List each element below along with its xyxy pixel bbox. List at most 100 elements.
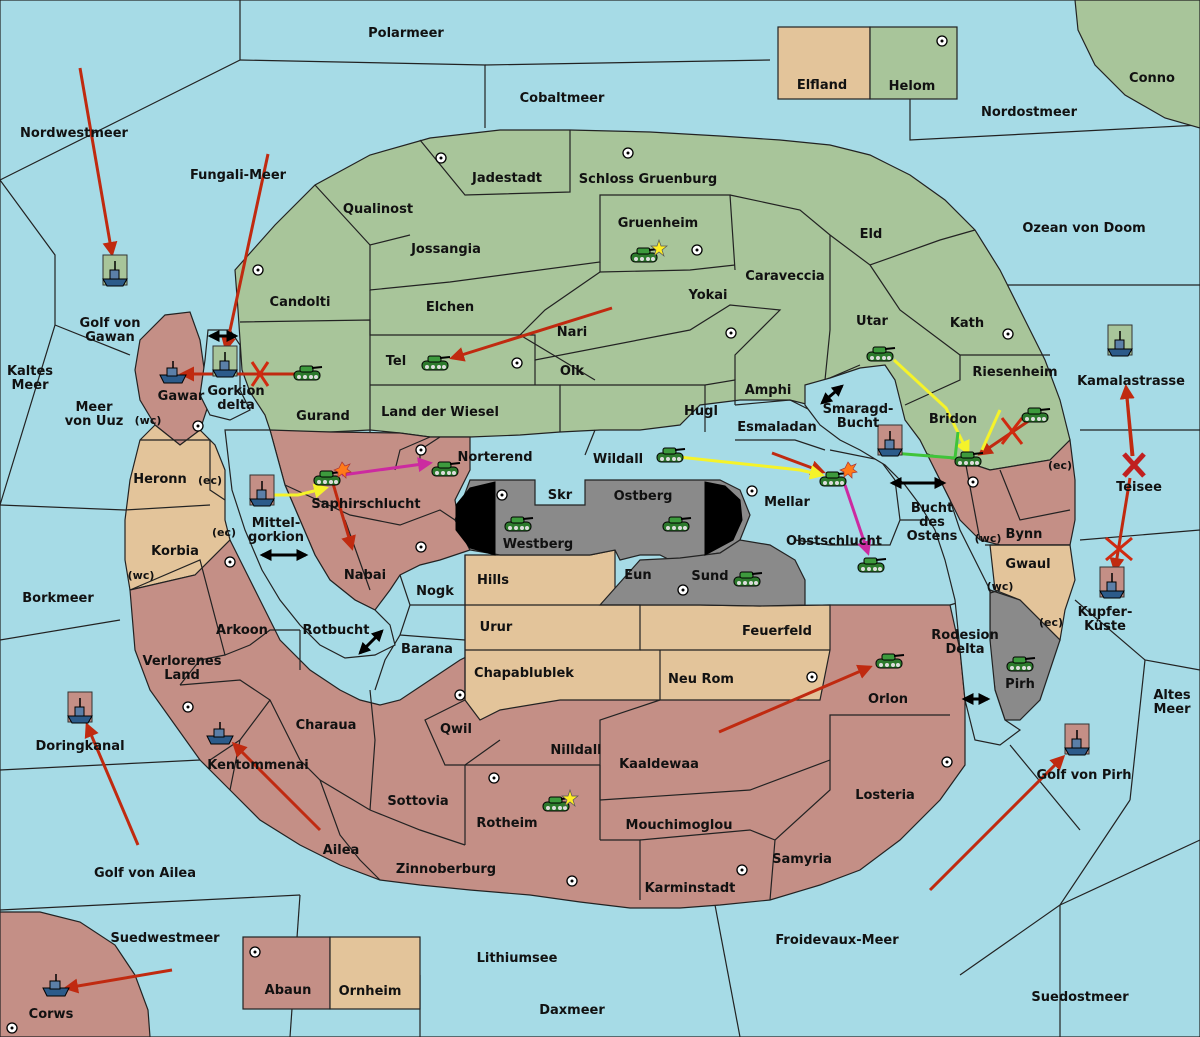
label-nari: Nari (557, 325, 588, 340)
label-schloss-gruenburg: Schloss Gruenburg (579, 172, 717, 187)
label-gurand: Gurand (296, 409, 350, 424)
label-kentommenai: Kentommenai (207, 758, 308, 773)
label-heronn-coast: (ec) (198, 474, 222, 487)
label-skr: Skr (548, 488, 573, 503)
move-order-arrow (84, 722, 140, 846)
label-conno: Conno (1129, 71, 1175, 86)
supply-center-icon (1002, 328, 1014, 340)
ship-icon (877, 424, 903, 457)
move-order-arrow (718, 664, 873, 734)
label-sund: Sund (691, 569, 728, 584)
label-amphi: Amphi (745, 383, 792, 398)
label-altes-meer-2: Meer (1154, 702, 1192, 717)
label-smaragd-bucht-1: Smaragd- (823, 402, 894, 417)
label-gwaul-ec: (ec) (1039, 616, 1063, 629)
label-fungali-meer: Fungali-Meer (190, 168, 287, 183)
label-helom: Helom (889, 79, 936, 94)
label-bucht-des-ostens-3: Ostens (907, 529, 958, 544)
label-nabai: Nabai (344, 568, 386, 583)
supply-center-icon (496, 489, 508, 501)
adjacency-arrow (820, 384, 844, 405)
star-icon (561, 788, 579, 808)
cross-icon (1105, 536, 1133, 562)
supply-centers (6, 35, 1014, 1034)
orders (63, 67, 1135, 994)
adjacency-arrow (358, 629, 384, 655)
label-caraveccia: Caraveccia (745, 269, 824, 284)
label-wildall: Wildall (593, 452, 643, 467)
supply-center-icon (415, 444, 427, 456)
label-losteria: Losteria (855, 788, 915, 803)
label-daxmeer: Daxmeer (539, 1003, 605, 1018)
supply-center-icon (622, 147, 634, 159)
label-bucht-des-ostens-2: des (919, 515, 945, 530)
label-jadestadt: Jadestadt (471, 171, 542, 186)
supply-center-icon (192, 420, 204, 432)
label-westberg: Westberg (503, 537, 573, 552)
supply-center-icon (6, 1022, 18, 1034)
supply-center-icon (725, 327, 737, 339)
supply-center-icon (736, 864, 748, 876)
label-jossangia: Jossangia (410, 242, 481, 257)
label-bucht-des-ostens-1: Bucht (911, 501, 953, 516)
cross-icon (1000, 417, 1024, 445)
label-eld: Eld (860, 227, 883, 242)
label-norterend: Norterend (457, 450, 532, 465)
region-borders (124, 130, 1071, 901)
label-doringkanal: Doringkanal (35, 739, 124, 754)
move-order-arrow (1109, 477, 1132, 573)
label-mittel-gorkion-2: gorkion (248, 530, 304, 545)
supply-center-icon (806, 671, 818, 683)
markers (333, 238, 858, 808)
label-meer-von-uuz-1: Meer (76, 400, 114, 415)
label-bynn-wc: (wc) (975, 532, 1002, 545)
label-corws: Corws (29, 1007, 74, 1022)
label-samyria: Samyria (772, 852, 832, 867)
supply-center-icon (677, 584, 689, 596)
label-golf-von-pirh: Golf von Pirh (1036, 768, 1131, 783)
label-esmaladan: Esmaladan (737, 420, 817, 435)
label-olk: Olk (560, 364, 585, 379)
label-gawar-coast: (wc) (135, 414, 162, 427)
cross-icon (1122, 452, 1146, 478)
explosion-icon (333, 461, 352, 479)
label-bynn-ec: (ec) (1048, 459, 1072, 472)
move-order-arrow (977, 418, 1031, 456)
label-yokai: Yokai (687, 288, 727, 303)
label-neu-rom: Neu Rom (668, 672, 734, 687)
label-karminstadt: Karminstadt (645, 881, 736, 896)
label-chapablublek: Chapablublek (474, 666, 574, 681)
label-verlorenes-land-1: Verlorenes (142, 654, 221, 669)
label-nordwestmeer: Nordwestmeer (20, 126, 128, 141)
label-nilldall: Nilldall (550, 743, 601, 758)
star-icon (650, 238, 668, 258)
label-gwaul: Gwaul (1005, 557, 1050, 572)
label-bynn: Bynn (1006, 527, 1043, 542)
label-utar: Utar (856, 314, 889, 329)
label-rodesion-delta-2: Delta (945, 642, 984, 657)
label-heronn: Heronn (133, 472, 187, 487)
label-suedwestmeer: Suedwestmeer (110, 931, 220, 946)
label-obstschlucht: Obstschlucht (786, 534, 882, 549)
label-qwil: Qwil (440, 722, 472, 737)
supply-center-icon (224, 556, 236, 568)
label-kaaldewaa: Kaaldewaa (619, 757, 699, 772)
label-rotheim: Rotheim (476, 816, 537, 831)
label-mouchimoglou: Mouchimoglou (626, 818, 733, 833)
explosion-icon (839, 461, 858, 479)
move-order-arrow (449, 306, 613, 362)
support-order-arrow (659, 453, 825, 480)
label-gorkion-delta-2: delta (217, 398, 255, 413)
supply-center-icon (746, 485, 758, 497)
move-order-arrow (1124, 386, 1134, 457)
label-nordostmeer: Nordostmeer (981, 105, 1078, 120)
label-verlorenes-land-2: Land (164, 668, 200, 683)
label-meer-von-uuz-2: von Uuz (65, 414, 124, 429)
move-order-arrow (78, 67, 118, 257)
label-saphirschlucht: Saphirschlucht (311, 497, 420, 512)
label-hugl: Hugl (684, 404, 718, 419)
supply-center-icon (435, 152, 447, 164)
retreat-order-arrow (843, 484, 872, 556)
label-nogk: Nogk (416, 584, 454, 599)
label-gawar: Gawar (158, 389, 205, 404)
